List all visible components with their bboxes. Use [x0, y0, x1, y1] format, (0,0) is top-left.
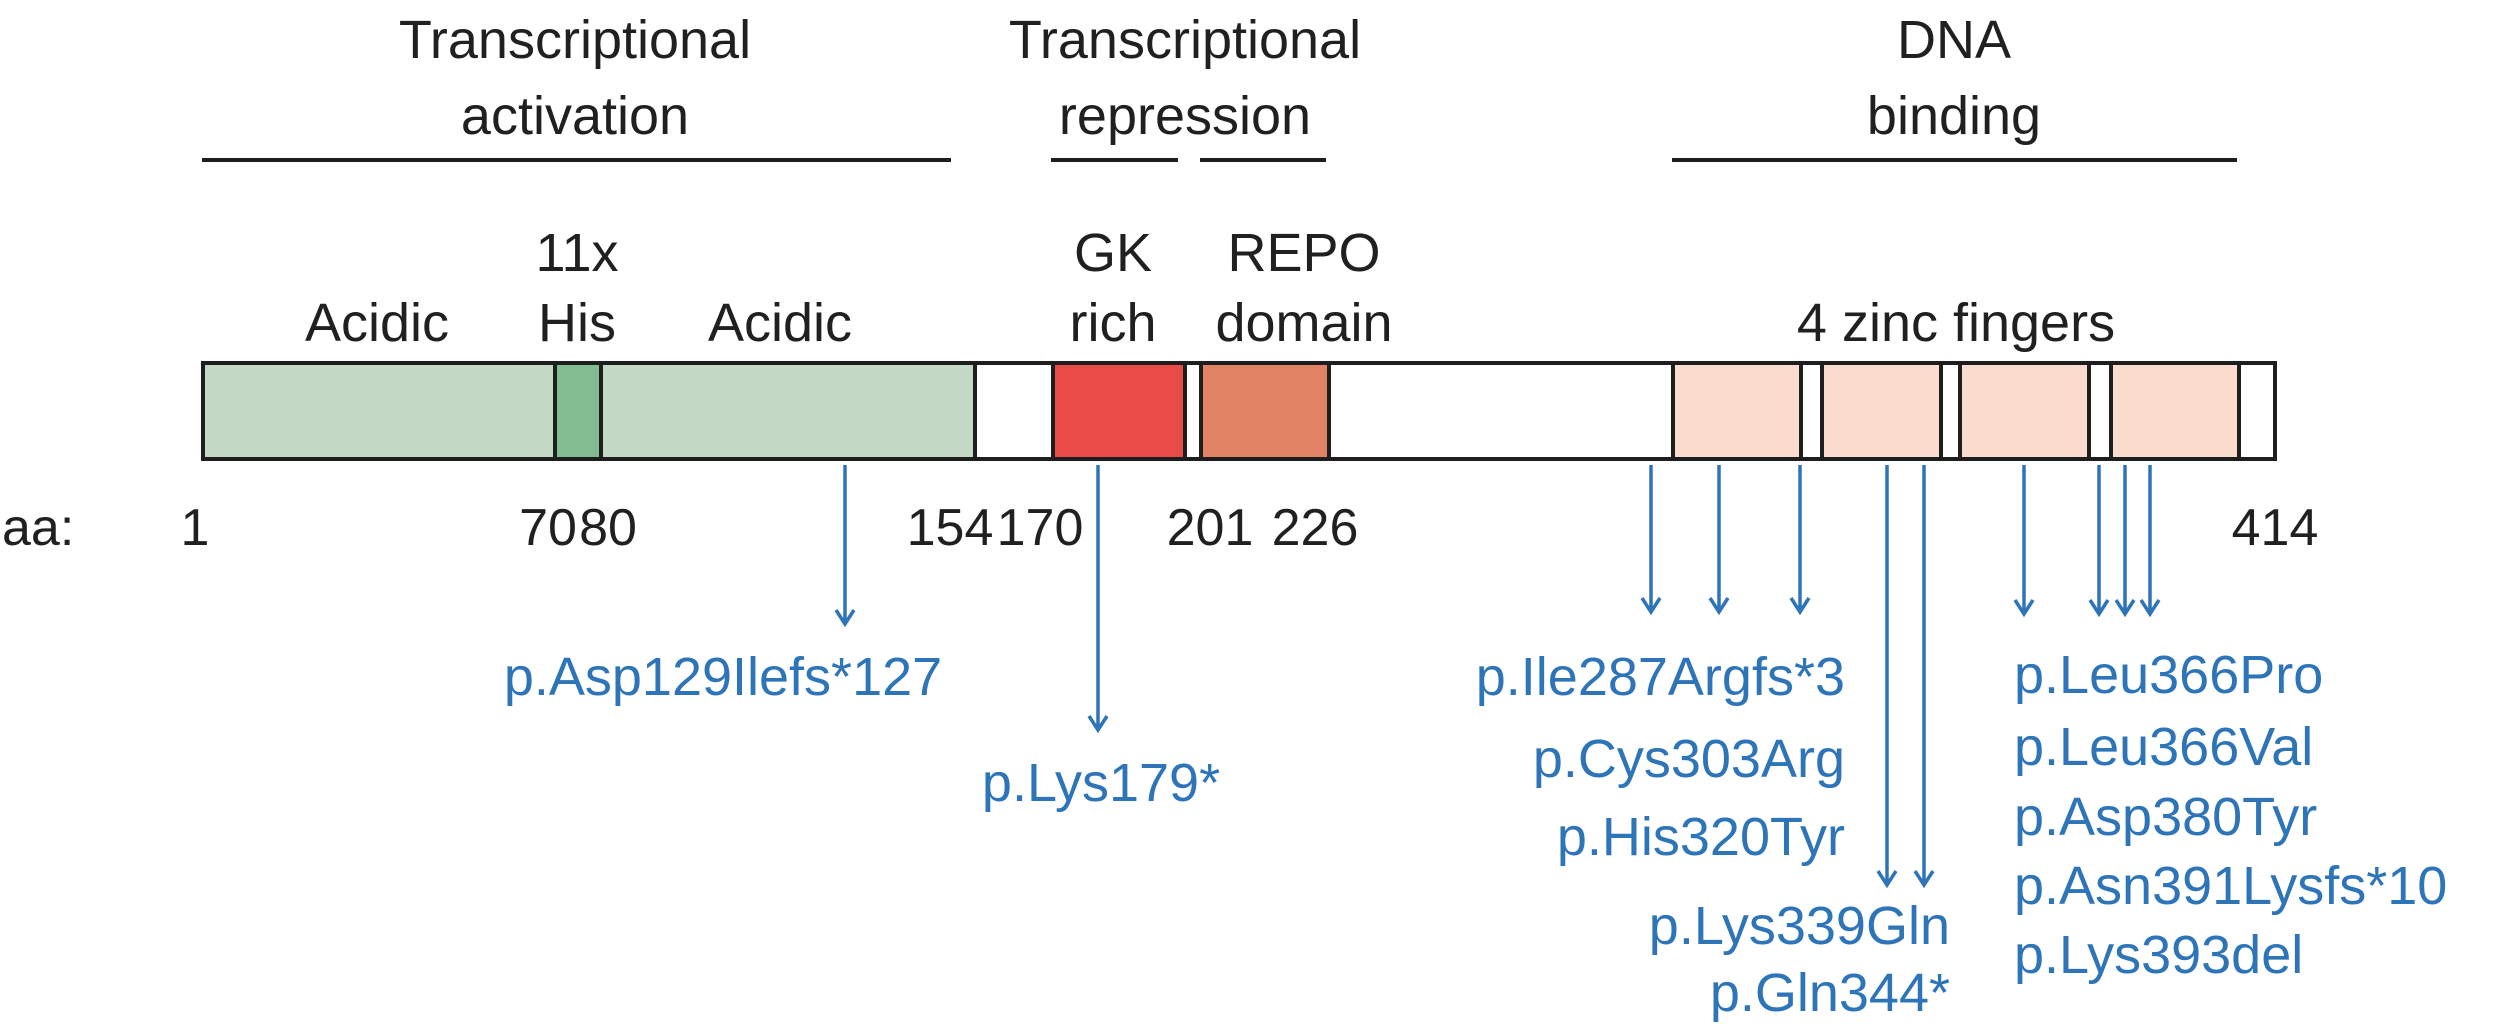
- label-line: His: [538, 293, 616, 353]
- mutation-arrow: [2114, 465, 2136, 618]
- aa-tick-201: 201: [1166, 499, 1254, 557]
- mutation-label: p.Gln344*: [1709, 963, 1950, 1023]
- aa-tick-70: 70: [519, 499, 577, 557]
- label-line: domain: [1215, 293, 1393, 353]
- mutation-arrow: [2013, 465, 2035, 618]
- header-line: DNA: [1896, 10, 2011, 70]
- domain-11x-his: [553, 365, 603, 457]
- domain-zinc-finger-1: [1671, 365, 1803, 457]
- header-transcriptional-activation: Transcriptional activation: [399, 2, 751, 154]
- mutation-label: p.Lys393del: [2014, 925, 2304, 985]
- header-transcriptional-repression: Transcriptional repression: [1009, 2, 1361, 154]
- label-11x-his: 11x His: [535, 218, 618, 358]
- label-acidic-2: Acidic: [707, 293, 853, 353]
- mutation-label: p.Lys339Gln: [1648, 896, 1950, 956]
- domain-acidic-2: [603, 365, 977, 457]
- aa-tick-1: 1: [180, 499, 210, 557]
- mutation-label: p.Cys303Arg: [1532, 729, 1845, 789]
- protein-bar: [201, 361, 2277, 461]
- label-acidic-1: Acidic: [304, 293, 450, 353]
- aa-axis-prefix: aa:: [2, 499, 75, 557]
- mutation-label: p.Lys179*: [981, 753, 1221, 813]
- underline-activation: [202, 158, 951, 162]
- header-line: Transcriptional: [398, 10, 752, 70]
- mutation-label: p.Asp129Ilefs*127: [503, 647, 943, 707]
- mutation-arrow: [1876, 465, 1898, 889]
- mutation-label: p.His320Tyr: [1556, 807, 1845, 867]
- label-line: GK: [1073, 223, 1153, 283]
- domain-gk-rich: [1051, 365, 1187, 457]
- aa-tick-414: 414: [2231, 499, 2319, 557]
- label-repo-domain: REPO domain: [1215, 218, 1392, 358]
- domain-zinc-finger-4: [2109, 365, 2241, 457]
- header-line: activation: [460, 86, 690, 146]
- domain-zinc-finger-2: [1820, 365, 1943, 457]
- domain-acidic-1: [205, 365, 553, 457]
- underline-repression-repo: [1200, 158, 1326, 162]
- aa-tick-154: 154: [906, 499, 994, 557]
- mutation-arrow: [2139, 465, 2161, 618]
- underline-repression-gk: [1051, 158, 1178, 162]
- underline-dna-binding: [1672, 158, 2237, 162]
- aa-tick-80: 80: [579, 499, 637, 557]
- header-line: binding: [1866, 86, 2042, 146]
- mutation-arrow: [1789, 465, 1811, 616]
- aa-tick-170: 170: [996, 499, 1084, 557]
- mutation-arrow: [2088, 465, 2110, 618]
- domain-zinc-finger-3: [1958, 365, 2091, 457]
- header-dna-binding: DNA binding: [1867, 2, 2041, 154]
- mutation-label: p.Leu366Val: [2014, 717, 2314, 777]
- mutation-label: p.Asn391Lysfs*10: [2014, 856, 2448, 916]
- header-line: Transcriptional: [1008, 10, 1362, 70]
- mutation-arrow: [834, 465, 856, 628]
- mutation-label: p.Ile287Argfs*3: [1475, 647, 1845, 707]
- aa-tick-226: 226: [1271, 499, 1359, 557]
- label-line: REPO: [1227, 223, 1381, 283]
- domain-repo: [1199, 365, 1331, 457]
- label-zinc-fingers: 4 zinc fingers: [1796, 293, 2116, 353]
- mutation-label: p.Leu366Pro: [2014, 645, 2324, 705]
- mutation-arrow: [1708, 465, 1730, 616]
- label-gk-rich: GK rich: [1069, 218, 1156, 358]
- mutation-arrow: [1087, 465, 1109, 734]
- label-line: 11x: [535, 223, 619, 283]
- mutation-arrow: [1640, 465, 1662, 616]
- header-line: repression: [1058, 86, 1312, 146]
- mutation-arrow: [1913, 465, 1935, 889]
- label-line: rich: [1069, 293, 1157, 353]
- mutation-label: p.Asp380Tyr: [2014, 787, 2318, 847]
